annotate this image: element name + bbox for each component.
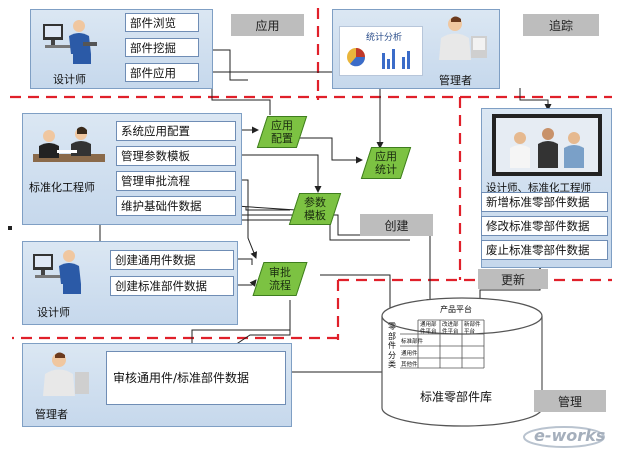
abolish-standard-part-button[interactable]: 废止标准零部件数据 xyxy=(481,240,608,260)
engineer-team-icon xyxy=(33,126,105,162)
mine-parts-button[interactable]: 部件挖掘 xyxy=(125,38,199,57)
browse-parts-button[interactable]: 部件浏览 xyxy=(125,13,199,32)
review-data-text: 审核通用件/标准部件数据 xyxy=(113,370,250,385)
db-row-header-2: 通用件 xyxy=(401,351,418,357)
db-col-header-3: 新部件平台 xyxy=(464,322,481,335)
db-col-header-1: 通用部件平台 xyxy=(420,322,437,335)
create-standard-part-button[interactable]: 创建标准部件数据 xyxy=(110,276,234,296)
tracking-manager-panel: 统计分析 管理者 xyxy=(332,9,500,89)
meeting-photo-icon xyxy=(492,114,602,176)
review-data-button[interactable]: 审核通用件/标准部件数据 xyxy=(106,351,286,405)
edge-mark xyxy=(8,226,12,230)
param-template-button[interactable]: 管理参数模板 xyxy=(116,146,236,166)
tracking-section-label: 追踪 xyxy=(523,14,599,36)
engineer-role-label: 标准化工程师 xyxy=(29,181,95,194)
system-config-button[interactable]: 系统应用配置 xyxy=(116,121,236,141)
manager-person-icon xyxy=(439,16,487,60)
reviewer-role-label: 管理者 xyxy=(35,408,68,421)
app-stats-flow-label: 应用统计 xyxy=(375,150,397,176)
update-section-label: 更新 xyxy=(478,269,548,289)
apply-parts-button[interactable]: 部件应用 xyxy=(125,63,199,82)
creation-designer-role-label: 设计师 xyxy=(37,306,70,319)
maintain-base-data-button[interactable]: 维护基础件数据 xyxy=(116,196,236,216)
db-row-header-1: 标准部件 xyxy=(401,339,424,345)
db-row-header-3: 其他件 xyxy=(401,362,418,368)
standard-parts-database xyxy=(381,297,543,427)
manage-section-label: 管理 xyxy=(534,390,606,412)
modify-standard-part-button[interactable]: 修改标准零部件数据 xyxy=(481,216,608,236)
eworks-watermark-text: e-works xyxy=(534,426,606,445)
db-category-label: 零部件分类 xyxy=(388,322,396,369)
create-common-part-button[interactable]: 创建通用件数据 xyxy=(110,250,234,270)
param-template-flow-label: 参数模板 xyxy=(304,196,326,222)
app-config-flow-label: 应用配置 xyxy=(271,119,293,145)
designer-computer-icon xyxy=(43,20,97,64)
update-roles-caption: 设计师、标准化工程师 xyxy=(486,182,591,194)
manager-role-label: 管理者 xyxy=(439,74,472,87)
approval-flow-button[interactable]: 管理审批流程 xyxy=(116,171,236,191)
eworks-logo-icon xyxy=(523,426,605,448)
db-name-label: 标准零部件库 xyxy=(420,390,493,404)
stats-screen: 统计分析 xyxy=(339,26,423,76)
application-section-label: 应用 xyxy=(231,14,304,36)
create-section-label: 创建 xyxy=(360,214,433,236)
designer-workstation-icon xyxy=(33,250,81,294)
stats-screen-title: 统计分析 xyxy=(366,33,403,43)
stats-chart-icon xyxy=(347,48,410,69)
eworks-watermark: e-works xyxy=(520,422,612,450)
add-standard-part-button[interactable]: 新增标准零部件数据 xyxy=(481,192,608,212)
db-table-title: 产品平台 xyxy=(440,305,472,314)
approval-flow-label: 审批流程 xyxy=(269,266,291,292)
db-col-header-2: 改进部件平台 xyxy=(442,322,459,335)
reviewer-person-icon xyxy=(43,352,89,396)
designer-role-label: 设计师 xyxy=(53,73,86,86)
